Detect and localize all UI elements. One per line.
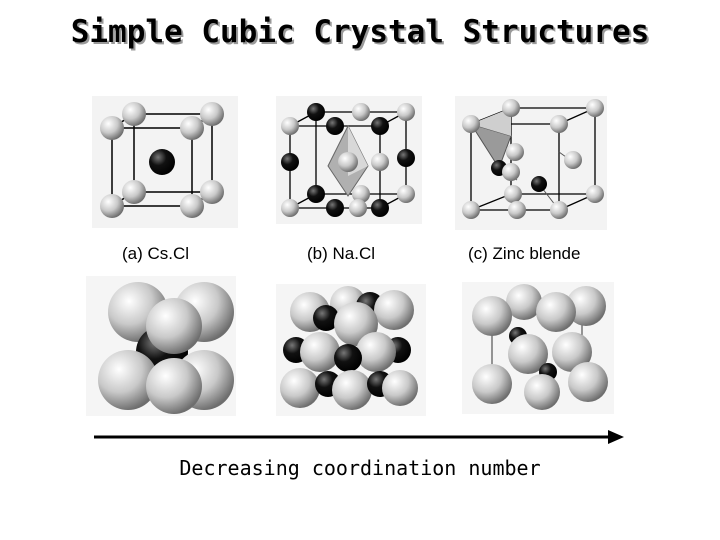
cscl-unit-cell (92, 96, 238, 228)
nacl-unit-cell (276, 96, 422, 224)
cscl-packed-model (86, 276, 236, 416)
zinc-blende-packed-model (462, 282, 614, 414)
arrow-caption: Decreasing coordination number (0, 456, 720, 480)
zinc-blende-label: (c) Zinc blende (468, 244, 580, 264)
page-title: Simple Cubic Crystal Structures (0, 14, 720, 50)
zinc-blende-unit-cell (455, 96, 607, 230)
nacl-label: (b) Na.Cl (307, 244, 375, 264)
coordination-arrow (90, 426, 630, 448)
nacl-packed-model (276, 284, 426, 416)
cscl-label: (a) Cs.Cl (122, 244, 189, 264)
